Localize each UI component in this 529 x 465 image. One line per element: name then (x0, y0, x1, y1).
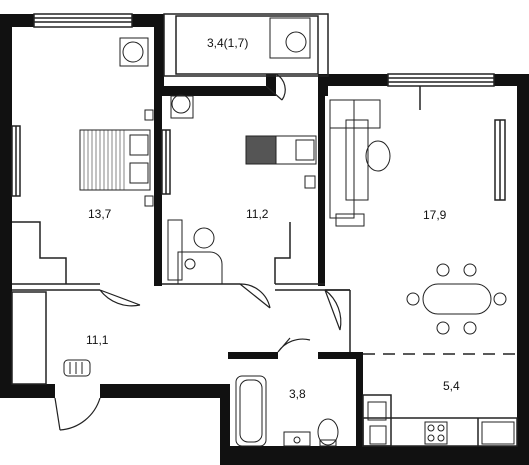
bed-hatch (83, 130, 125, 190)
living-kitchen-area-label: 17,9 (423, 208, 447, 222)
bathroom-area-label: 3,8 (289, 387, 306, 401)
dining-table-icon (422, 283, 492, 315)
walls (0, 14, 529, 465)
radiator-icon (63, 359, 91, 377)
furniture (63, 17, 515, 447)
doors (54, 73, 342, 431)
bedroom-1-area-label: 13,7 (88, 207, 112, 221)
double-bed-icon (79, 129, 151, 191)
kitchen-area-label: 5,4 (443, 379, 460, 393)
balcony-area-label: 3,4(1,7) (207, 36, 249, 50)
hallway-area-label: 11,1 (86, 333, 109, 347)
internal-walls (11, 13, 518, 447)
toilet-icon (317, 418, 339, 446)
coffee-table-icon (365, 140, 391, 172)
sink-icon (283, 431, 311, 447)
chair-icon (122, 41, 144, 63)
bathtub-icon (235, 375, 267, 447)
bedroom-2-area-label: 11,2 (246, 207, 269, 221)
stove-icon (424, 421, 448, 445)
